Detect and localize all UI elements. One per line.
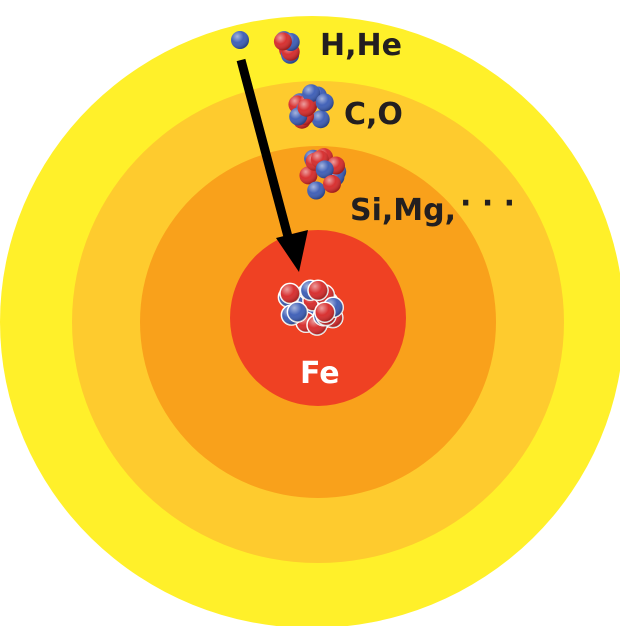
capture-arrow	[236, 58, 308, 272]
label-ellipsis: · · ·	[460, 186, 515, 221]
label-h-he: H,He	[320, 28, 402, 63]
nucleon-icon	[231, 31, 249, 49]
iron-nucleus-icon	[277, 279, 344, 336]
silicon-nucleus-icon	[299, 148, 347, 200]
helium-nucleus-icon	[273, 31, 300, 64]
label-si-mg: Si,Mg,	[350, 193, 456, 228]
carbon-oxygen-nucleus-icon	[288, 84, 334, 129]
label-fe: Fe	[300, 356, 340, 391]
label-c-o: C,O	[344, 97, 403, 132]
